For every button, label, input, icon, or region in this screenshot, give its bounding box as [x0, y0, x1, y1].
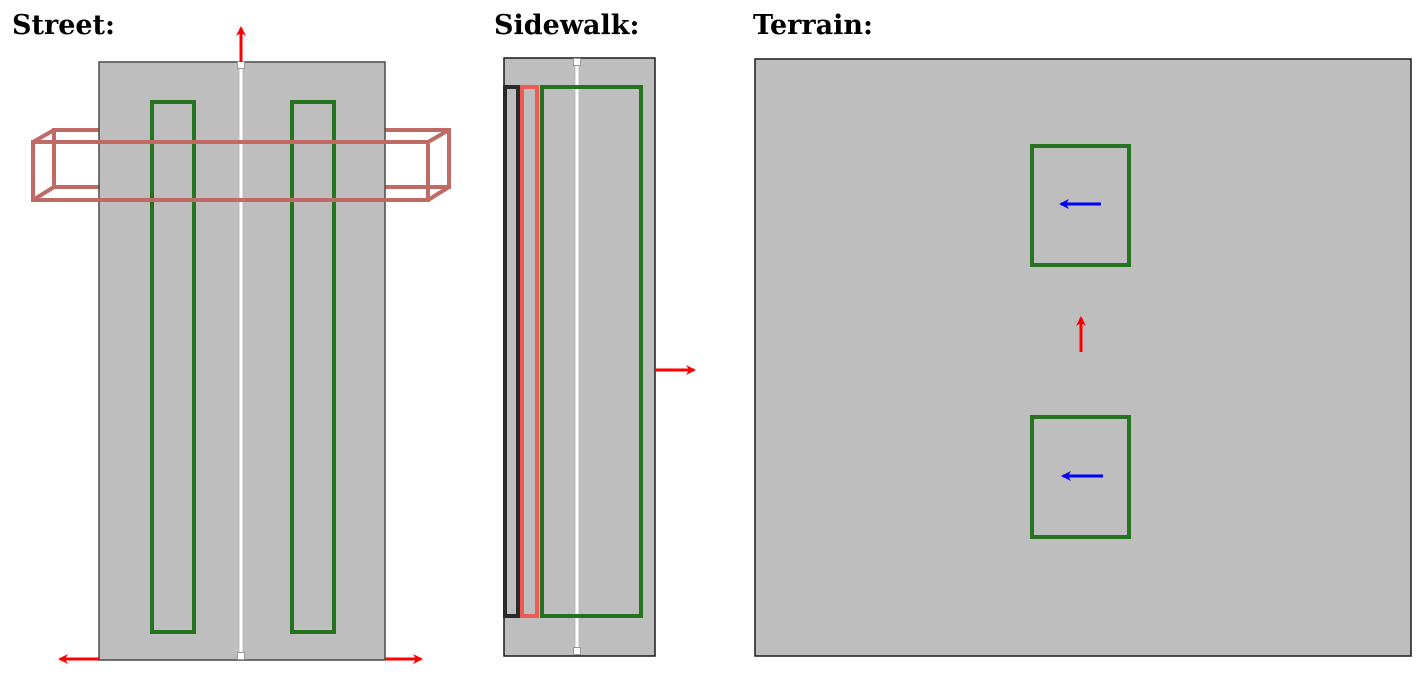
sidewalk-title: Sidewalk: — [494, 10, 640, 41]
street-centerline-node-top — [237, 61, 245, 69]
terrain-panel — [754, 58, 1412, 657]
street-lane-left — [150, 100, 196, 634]
terrain-patch-bottom — [1030, 415, 1131, 539]
street-centerline-node-bottom — [237, 652, 245, 660]
sidewalk-curb-strip — [503, 85, 520, 618]
terrain-patch-top — [1030, 144, 1131, 267]
sidewalk-surface — [503, 57, 656, 657]
street-lane-right — [290, 100, 336, 634]
terrain-title: Terrain: — [753, 10, 873, 41]
sidewalk-edge-strip — [520, 85, 539, 618]
sidewalk-centerline-node-bottom — [573, 647, 581, 655]
street-title: Street: — [12, 10, 115, 41]
street-panel — [31, 26, 451, 664]
sidewalk-centerline-node-top — [573, 58, 581, 66]
sidewalk-walk-area — [540, 85, 643, 618]
sidewalk-panel — [503, 57, 696, 657]
terrain-surface — [754, 58, 1412, 657]
street-crossing-box-front — [31, 140, 430, 202]
